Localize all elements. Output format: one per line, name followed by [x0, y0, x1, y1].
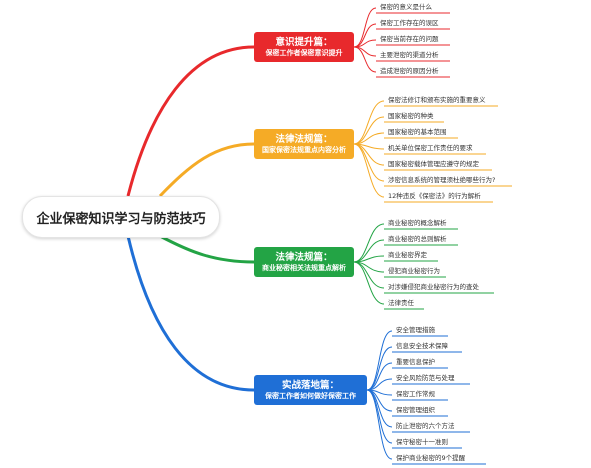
leaf-item[interactable]: 主要泄密的渠道分析: [380, 51, 439, 59]
leaf-item[interactable]: 保密的意义是什么: [380, 3, 432, 11]
leaf-item[interactable]: 安全管理措施: [396, 326, 435, 334]
leaf-item[interactable]: 法律责任: [388, 299, 414, 307]
leaf-item[interactable]: 保密管理组织: [396, 406, 435, 414]
leaf-item[interactable]: 保守秘密十一准则: [396, 438, 448, 446]
root-node[interactable]: 企业保密知识学习与防范技巧: [22, 196, 220, 238]
leaf-item[interactable]: 造成泄密的原因分析: [380, 67, 439, 75]
leaf-item[interactable]: 重要信息保护: [396, 358, 435, 366]
leaf-item[interactable]: 12种违反《保密法》的行为解析: [388, 192, 481, 200]
branch-title: 实战落地篇：: [281, 379, 339, 391]
leaf-item[interactable]: 对涉嫌侵犯商业秘密行为的查处: [388, 283, 479, 291]
leaf-item[interactable]: 商业秘密的概念解析: [388, 219, 447, 227]
leaf-item[interactable]: 信息安全技术保障: [396, 342, 448, 350]
branch-subtitle: 保密工作者保密意识提升: [265, 48, 343, 57]
branch-subtitle: 国家保密法规重点内容分析: [262, 145, 346, 154]
branch-trade-secret-law[interactable]: 法律法规篇： 商业秘密相关法规重点解析: [254, 247, 354, 277]
leaf-item[interactable]: 国家秘密的种类: [388, 112, 434, 120]
leaf-item[interactable]: 商业秘密界定: [388, 251, 427, 259]
leaf-item[interactable]: 保护商业秘密的9个提醒: [396, 454, 466, 462]
leaf-item[interactable]: 保密当前存在的问题: [380, 35, 439, 43]
leaf-item[interactable]: 国家秘密的基本范围: [388, 128, 447, 136]
leaf-item[interactable]: 防止泄密的六个方法: [396, 422, 455, 430]
leaf-item[interactable]: 机关单位保密工作责任的要求: [388, 144, 473, 152]
branch-subtitle: 保密工作者如何做好保密工作: [265, 391, 356, 400]
leaf-item[interactable]: 国家秘密载体管理应遵守的规定: [388, 160, 479, 168]
branch-practice[interactable]: 实战落地篇： 保密工作者如何做好保密工作: [254, 375, 367, 405]
leaf-item[interactable]: 保密法修订和颁布实施的重要意义: [388, 96, 486, 104]
branch-title: 法律法规篇：: [275, 133, 333, 145]
leaf-item[interactable]: 涉密信息系统的管理须杜绝哪些行为?: [388, 176, 496, 184]
leaf-item[interactable]: 侵犯商业秘密行为: [388, 267, 440, 275]
branch-title: 法律法规篇：: [275, 251, 333, 263]
branch-subtitle: 商业秘密相关法规重点解析: [262, 263, 346, 272]
branch-awareness[interactable]: 意识提升篇： 保密工作者保密意识提升: [254, 32, 354, 62]
branch-title: 意识提升篇：: [275, 36, 333, 48]
leaf-item[interactable]: 商业秘密的总则解析: [388, 235, 447, 243]
leaf-item[interactable]: 保密工作存在的误区: [380, 19, 439, 27]
branch-national-law[interactable]: 法律法规篇： 国家保密法规重点内容分析: [254, 129, 354, 159]
leaf-item[interactable]: 安全风险防范与处理: [396, 374, 455, 382]
leaf-item[interactable]: 保密工作常规: [396, 390, 435, 398]
